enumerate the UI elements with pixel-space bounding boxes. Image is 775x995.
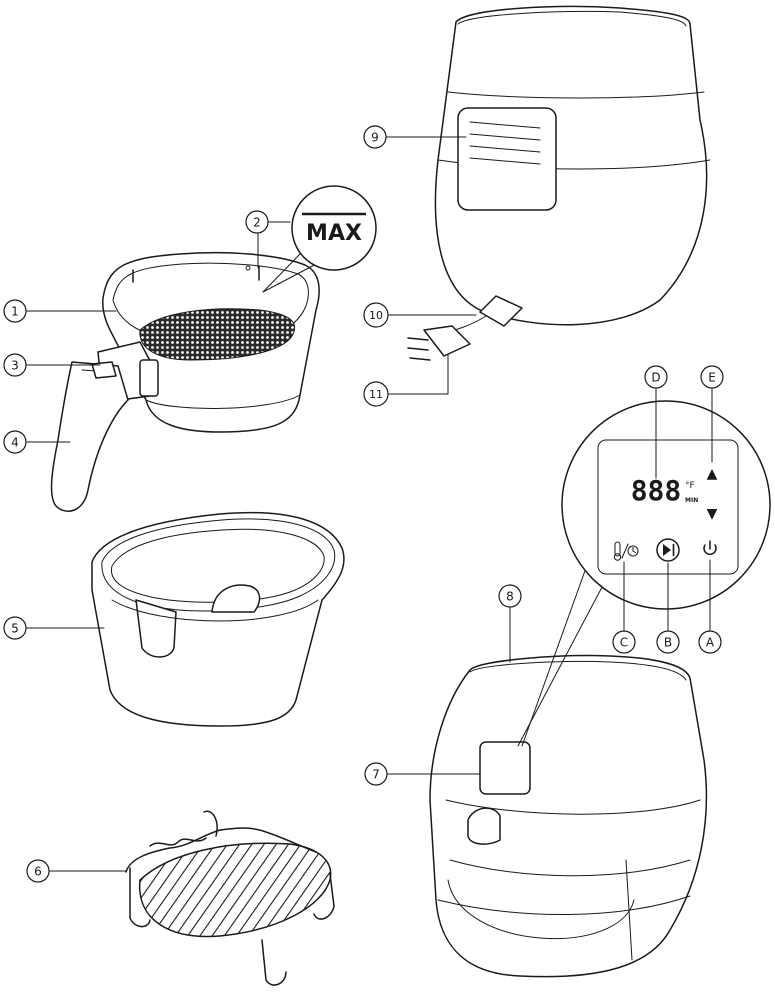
- callout-3-label: 3: [11, 359, 19, 373]
- callout-A-label: A: [706, 636, 715, 650]
- display-unit-time: MIN: [685, 497, 698, 504]
- callout-B: B: [657, 631, 679, 653]
- callout-5-label: 5: [11, 622, 19, 636]
- pan-illustration: [92, 513, 344, 726]
- back-view-illustration: [408, 7, 710, 360]
- callout-8: 8: [499, 585, 521, 607]
- callout-7-label: 7: [372, 768, 380, 782]
- display-unit-temp: °F: [685, 481, 695, 491]
- callout-C-label: C: [620, 636, 628, 650]
- up-arrow-button[interactable]: ▲: [707, 466, 718, 482]
- callout-A: A: [699, 631, 721, 653]
- callout-9: 9: [364, 126, 386, 148]
- callout-3: 3: [4, 354, 26, 376]
- callout-11: 11: [364, 382, 388, 406]
- callout-9-label: 9: [371, 131, 379, 145]
- callout-6-label: 6: [34, 865, 42, 879]
- callout-C: C: [613, 631, 635, 653]
- callout-1: 1: [4, 300, 26, 322]
- front-view-illustration: [430, 656, 706, 977]
- callout-E-label: E: [708, 371, 716, 385]
- callout-4: 4: [4, 431, 26, 453]
- callout-E: E: [701, 366, 723, 388]
- callout-8-label: 8: [506, 590, 514, 604]
- callout-6: 6: [27, 860, 49, 882]
- callout-4-label: 4: [11, 436, 19, 450]
- callout-10: 10: [364, 303, 388, 327]
- callout-7: 7: [365, 763, 387, 785]
- callout-10-label: 10: [369, 309, 383, 322]
- callout-D: D: [645, 366, 667, 388]
- callout-1-label: 1: [11, 305, 19, 319]
- rack-illustration: [126, 811, 334, 985]
- callout-B-label: B: [664, 636, 672, 650]
- max-label: MAX: [306, 221, 362, 246]
- callout-11-label: 11: [369, 388, 383, 401]
- callout-D-label: D: [651, 371, 660, 385]
- callout-2: 2: [246, 211, 268, 233]
- down-arrow-button[interactable]: ▼: [707, 506, 718, 522]
- callout-5: 5: [4, 617, 26, 639]
- display-digits: 888: [631, 474, 682, 507]
- basket-illustration: [52, 253, 320, 512]
- callout-2-label: 2: [253, 216, 261, 230]
